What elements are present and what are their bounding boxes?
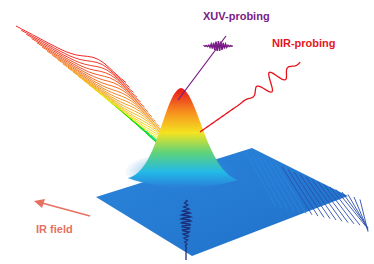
field-line <box>276 165 306 214</box>
field-line <box>258 157 288 210</box>
nir-pulse <box>200 62 300 132</box>
field-line <box>336 190 366 227</box>
field-line <box>252 155 282 209</box>
field-line <box>21 30 130 87</box>
field-line <box>330 187 360 225</box>
field-line <box>26 34 133 92</box>
field-line <box>264 160 294 211</box>
wavepacket-peak <box>128 88 238 187</box>
field-line <box>324 185 354 224</box>
field-line <box>246 152 276 207</box>
field-line <box>270 162 300 212</box>
field-line <box>318 182 348 223</box>
field-line <box>37 43 141 102</box>
field-line <box>16 26 126 83</box>
field-line <box>282 167 312 215</box>
field-line <box>288 170 318 217</box>
nir-label: NIR-probing <box>272 37 336 49</box>
field-line <box>360 200 368 232</box>
plane <box>96 148 348 256</box>
field-line <box>32 39 138 98</box>
ir-arrow-head <box>34 199 45 208</box>
field-line <box>312 180 342 222</box>
ir-field-lines <box>246 152 368 232</box>
xuv-pulse <box>204 41 233 51</box>
field-line <box>42 47 145 107</box>
field-line <box>78 76 170 141</box>
ir-pulse <box>181 200 191 260</box>
ir-field-label: IR field <box>36 223 73 235</box>
field-line <box>306 177 336 220</box>
field-line <box>300 175 330 219</box>
xuv-label: XUV-probing <box>203 10 270 22</box>
ir-arrow <box>42 203 90 216</box>
field-line <box>294 172 324 217</box>
